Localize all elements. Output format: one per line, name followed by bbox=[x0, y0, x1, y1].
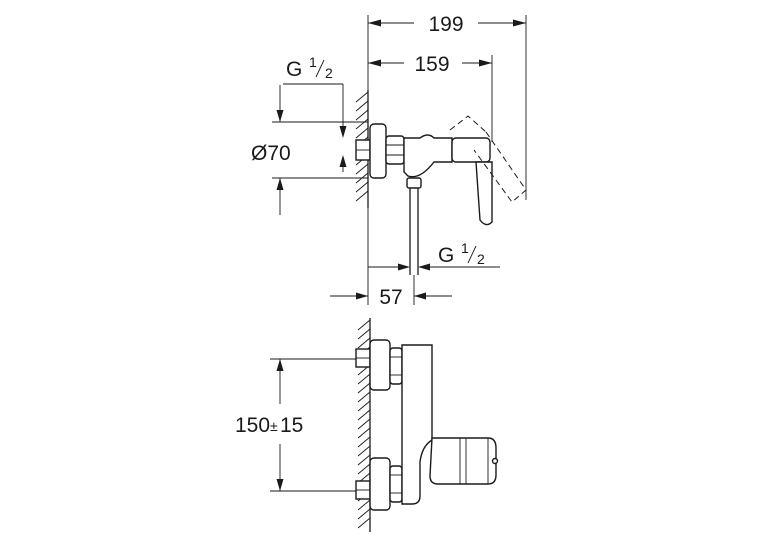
wall-rosette-top bbox=[369, 123, 387, 179]
wall-hatch-line bbox=[355, 127, 369, 139]
dimension-diameter-70: Ø70 bbox=[251, 85, 368, 215]
lever-handle-solid bbox=[451, 137, 493, 226]
lower-inlet-connection bbox=[355, 457, 403, 511]
wall-hatch-line bbox=[355, 109, 369, 121]
outlet-thread-callout: G 1 2 bbox=[368, 240, 500, 271]
mixer-body-top bbox=[403, 134, 453, 178]
dimension-57: 57 bbox=[330, 208, 452, 309]
wall-hatch-line bbox=[357, 427, 371, 439]
inlet-thread-denominator: 2 bbox=[325, 65, 333, 81]
wall-hatch-line bbox=[355, 190, 369, 202]
dimension-199-label: 199 bbox=[428, 13, 463, 36]
wall-hatch-line bbox=[357, 382, 371, 394]
outlet-thread-numerator: 1 bbox=[461, 240, 469, 256]
wall-hatch-line bbox=[355, 163, 369, 175]
wall-hatch-line bbox=[355, 118, 369, 130]
outlet-thread-prefix: G bbox=[438, 244, 454, 267]
dimension-159: 159 bbox=[368, 53, 492, 76]
outlet-nipple-top bbox=[406, 177, 422, 275]
wall-hatch-line bbox=[357, 517, 371, 529]
inlet-thread-callout: G 1 2 bbox=[283, 54, 347, 172]
wall-hatch-line bbox=[355, 100, 369, 112]
wall-hatch-line bbox=[357, 400, 371, 412]
wall-hatch-line bbox=[355, 91, 369, 103]
wall-hatch-line bbox=[357, 508, 371, 520]
dimension-150-value: 150 bbox=[235, 414, 270, 437]
wall-hatch-line bbox=[357, 373, 371, 385]
inlet-thread-fraction-slash bbox=[315, 59, 325, 78]
upper-inlet-connection bbox=[355, 339, 403, 391]
wall-hatch-line bbox=[357, 454, 371, 466]
side-elevation-view: 199 159 G 1 2 bbox=[251, 13, 527, 309]
wall-hatch-line bbox=[357, 409, 371, 421]
dimension-57-label: 57 bbox=[379, 286, 402, 309]
wall-hatch-line bbox=[357, 319, 371, 331]
wall-hatch-line bbox=[357, 436, 371, 448]
dimension-150-tolerance-sign: ± bbox=[270, 418, 278, 434]
front-elevation-view: 150 ± 15 bbox=[235, 318, 499, 532]
wall-hatch-line bbox=[357, 391, 371, 403]
wall-hatch-line bbox=[357, 328, 371, 340]
wall-hatch-line bbox=[357, 418, 371, 430]
lever-handle-raised bbox=[449, 115, 527, 203]
inlet-thread-numerator: 1 bbox=[309, 54, 317, 70]
wall-hatch-line bbox=[357, 499, 371, 511]
dimension-150-tolerance: 15 bbox=[280, 414, 303, 437]
dimension-159-label: 159 bbox=[414, 53, 449, 76]
wall-hatch-line bbox=[355, 181, 369, 193]
wall-hatch-line bbox=[357, 463, 371, 475]
dimension-diameter-70-label: Ø70 bbox=[251, 142, 291, 165]
outlet-thread-fraction-slash bbox=[467, 245, 477, 264]
wall-hatch-line bbox=[357, 337, 371, 349]
dimension-199: 199 bbox=[368, 13, 526, 36]
inlet-connector-top bbox=[355, 139, 371, 161]
outlet-thread-denominator: 2 bbox=[477, 251, 485, 267]
inlet-thread-prefix: G bbox=[286, 58, 302, 81]
union-nut-top bbox=[385, 135, 405, 165]
wall-hatch-line bbox=[357, 445, 371, 457]
mixer-body-front bbox=[401, 344, 499, 505]
dimension-150: 150 ± 15 bbox=[235, 358, 356, 492]
